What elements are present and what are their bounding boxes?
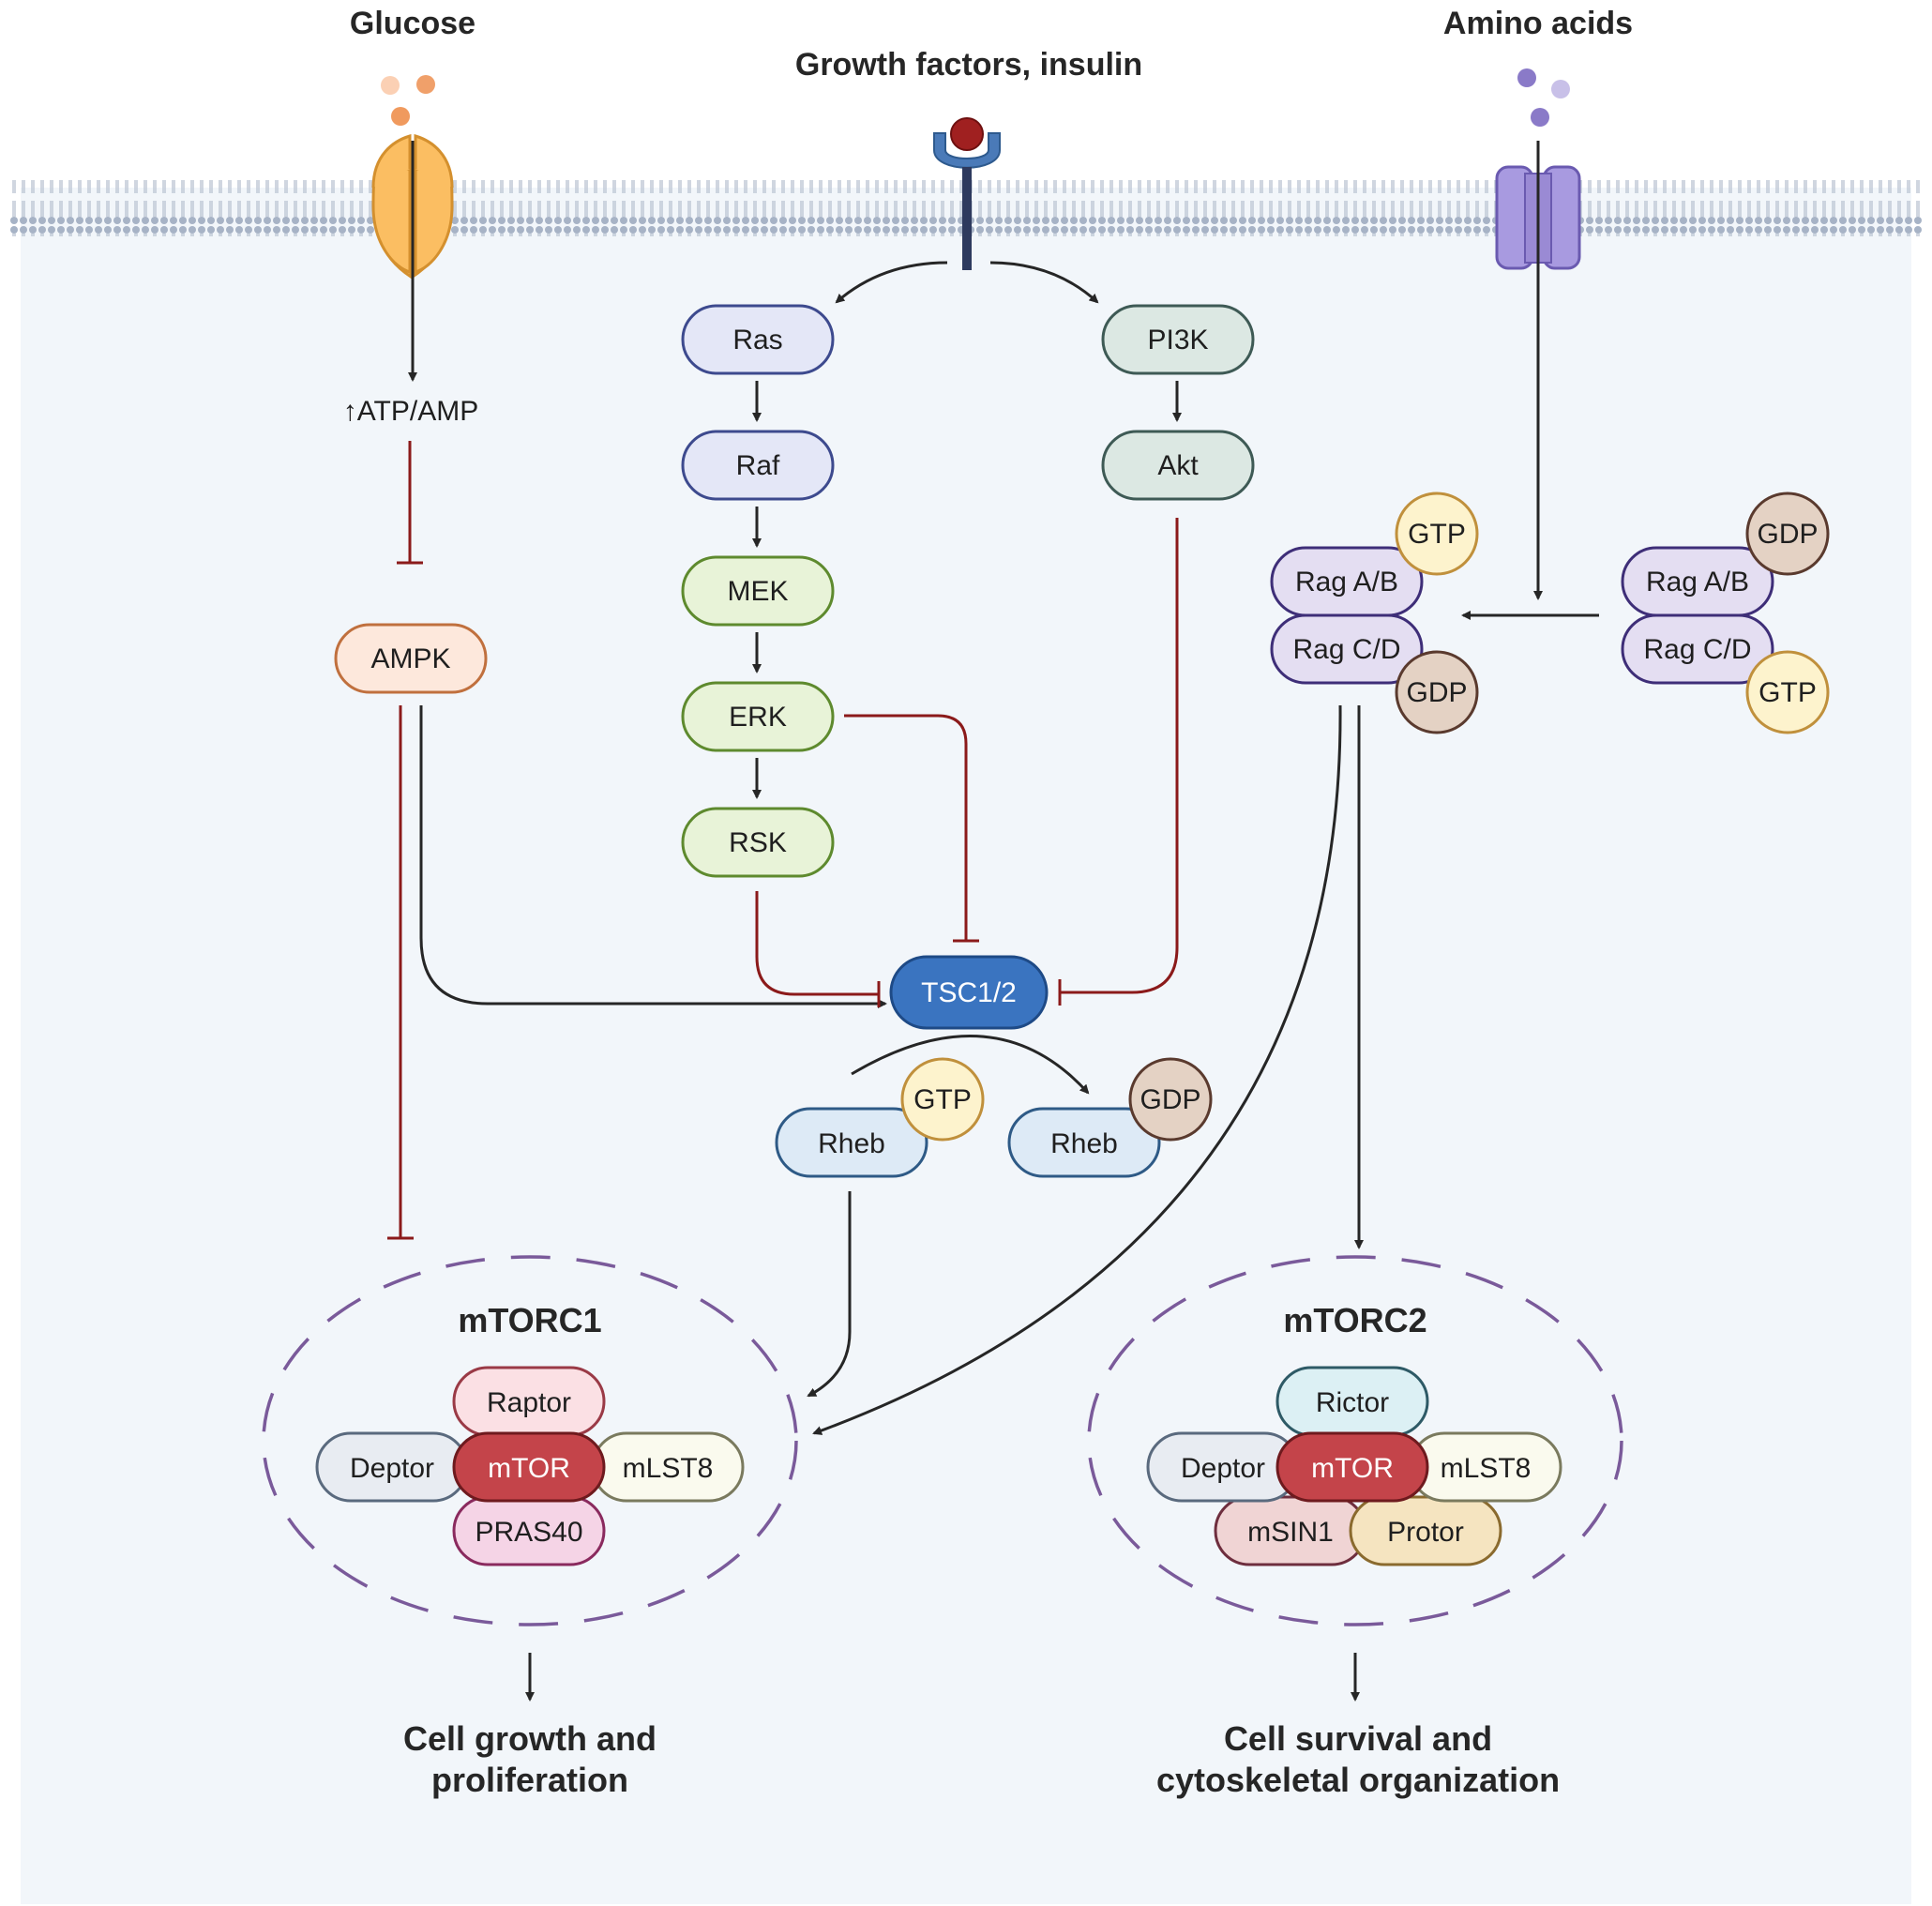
mlst8-label-c2: mLST8 xyxy=(1441,1453,1532,1484)
mtorc1-outcome-line1: Cell growth and xyxy=(403,1719,657,1758)
mek-label: MEK xyxy=(727,576,788,607)
gtp-badge-rag-ab-label: GTP xyxy=(1408,519,1466,550)
gdp-badge-rheb-label: GDP xyxy=(1140,1084,1200,1115)
protor-label: Protor xyxy=(1387,1517,1464,1548)
rag-ab-inactive-label: Rag A/B xyxy=(1646,567,1749,598)
mtorc2-complex: mTORC2 Rictor mSIN1 Protor Deptor mLST8 … xyxy=(1087,1255,1623,1626)
inhibition-arrows xyxy=(387,441,1179,1240)
amino-acid-molecules-icon xyxy=(1517,68,1570,127)
protor-subunit xyxy=(1349,1495,1502,1566)
rag-active-complex: Rag A/B Rag C/D GTP GDP xyxy=(1270,492,1479,734)
gtp-badge-rheb-label: GTP xyxy=(913,1084,972,1115)
msin1-label: mSIN1 xyxy=(1247,1517,1334,1548)
rheb-gdp-node: Rheb GDP xyxy=(1007,1057,1213,1178)
rheb-gtp-node: Rheb GTP xyxy=(775,1057,985,1178)
deptor-label-c2: Deptor xyxy=(1181,1453,1265,1484)
mtorc2-title: mTORC2 xyxy=(1283,1301,1426,1339)
rag-ab-active-label: Rag A/B xyxy=(1295,567,1398,598)
mtor-subunit-c2 xyxy=(1275,1431,1429,1503)
pras40-label: PRAS40 xyxy=(475,1517,582,1548)
rag-inactive-complex: Rag A/B Rag C/D GDP GTP xyxy=(1621,492,1830,734)
ras-node: Ras xyxy=(681,304,835,375)
mtorc2-outcome-line1: Cell survival and xyxy=(1224,1719,1492,1758)
mtorc2-outcome-line2: cytoskeletal organization xyxy=(1156,1761,1560,1799)
mtor-label-c1: mTOR xyxy=(488,1453,570,1484)
gdp-badge-rag-ab-inactive-label: GDP xyxy=(1757,519,1818,550)
ampk-label: AMPK xyxy=(370,643,450,674)
mek-node: MEK xyxy=(681,555,835,627)
rheb-active-label: Rheb xyxy=(818,1128,885,1159)
rsk-label: RSK xyxy=(729,827,787,858)
rag-cd-active-label: Rag C/D xyxy=(1292,634,1400,665)
mtorc1-outcome-line2: proliferation xyxy=(431,1761,628,1799)
gtp-badge-rag-cd-inactive-label: GTP xyxy=(1758,677,1817,708)
mtorc1-title: mTORC1 xyxy=(458,1301,601,1339)
gtp-badge-rag-cd-inactive xyxy=(1745,650,1830,734)
ampk-node: AMPK xyxy=(334,623,488,694)
growth-factor-receptor-icon xyxy=(933,117,1001,270)
amino-acids-label: Amino acids xyxy=(1443,6,1633,41)
gdp-badge-rag-cd xyxy=(1395,650,1479,734)
ligand-icon xyxy=(950,117,984,151)
gtp-badge-rheb xyxy=(900,1057,985,1142)
raf-node: Raf xyxy=(681,430,835,501)
glucose-molecules-icon xyxy=(381,75,435,126)
ras-label: Ras xyxy=(732,325,782,355)
glucose-transporter-body xyxy=(371,133,454,275)
deptor-label-c1: Deptor xyxy=(350,1453,434,1484)
growth-factors-label: Growth factors, insulin xyxy=(795,47,1142,83)
rsk-node: RSK xyxy=(681,807,835,878)
mlst8-label-c1: mLST8 xyxy=(623,1453,714,1484)
gdp-badge-rag-ab-inactive xyxy=(1745,492,1830,576)
tsc-label: TSC1/2 xyxy=(921,977,1017,1008)
atp-amp-ratio-label: ↑ATP/AMP xyxy=(343,396,478,427)
erk-label: ERK xyxy=(729,702,787,733)
pi3k-node: PI3K xyxy=(1101,304,1255,375)
mtor-label-c2: mTOR xyxy=(1311,1453,1394,1484)
gdp-badge-rheb xyxy=(1128,1057,1213,1142)
akt-node: Akt xyxy=(1101,430,1255,501)
raptor-label: Raptor xyxy=(487,1387,571,1418)
glucose-label: Glucose xyxy=(350,6,475,41)
akt-label: Akt xyxy=(1157,450,1199,481)
gtp-badge-rag-ab xyxy=(1395,492,1479,576)
erk-node: ERK xyxy=(681,681,835,752)
rictor-label: Rictor xyxy=(1316,1387,1389,1418)
raf-label: Raf xyxy=(736,450,780,481)
mtorc1-complex: mTORC1 Raptor PRAS40 Deptor mLST8 mTOR xyxy=(262,1255,798,1626)
pi3k-label: PI3K xyxy=(1147,325,1208,355)
rheb-inactive-label: Rheb xyxy=(1050,1128,1118,1159)
cytoplasm xyxy=(21,188,1911,1904)
activation-arrows xyxy=(408,141,1599,1702)
tsc-node: TSC1/2 xyxy=(889,955,1049,1030)
rag-cd-inactive-label: Rag C/D xyxy=(1643,634,1751,665)
mtor-subunit-c1 xyxy=(452,1431,606,1503)
gdp-badge-rag-cd-label: GDP xyxy=(1406,677,1467,708)
